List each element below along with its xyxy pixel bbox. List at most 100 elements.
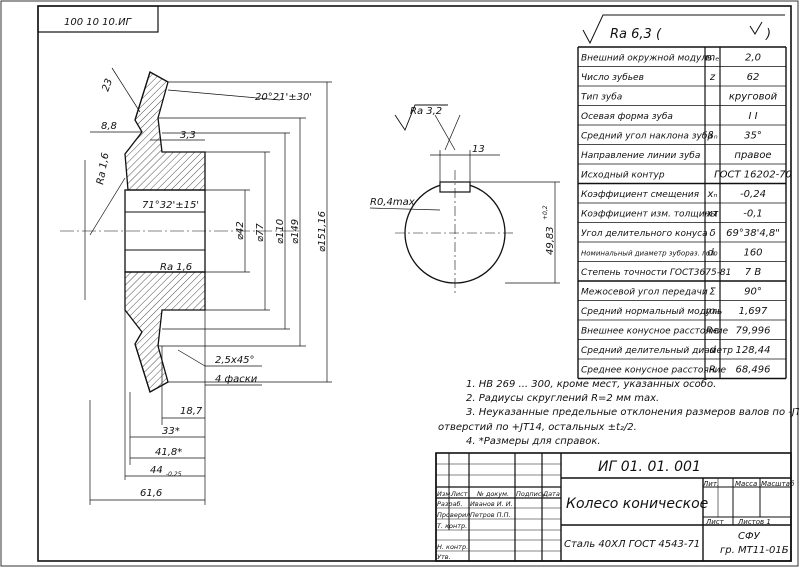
title-material: Сталь 40ХЛ ГОСТ 4543-71 (564, 539, 700, 550)
dim-chamfer: 2,5x45° (215, 355, 255, 366)
param-symbol: xτ (706, 209, 720, 220)
dim-key-width: 13 (472, 144, 485, 155)
technical-notes: 1. НВ 269 ... 300, кроме мест, указанных… (438, 378, 799, 447)
name-razrab: Иванов И. И. (470, 500, 513, 508)
title-block (435, 452, 792, 562)
param-value: 62 (747, 72, 760, 83)
dim-key-radius: R0,4max (370, 197, 415, 208)
roughness-bore: Ra 1,6 (160, 262, 192, 273)
upper-dimensions (84, 67, 281, 300)
hdr-doc: № докум. (476, 490, 509, 498)
param-value: 35° (744, 131, 762, 142)
note-4: 4. *Размеры для справок. (466, 436, 601, 447)
dim-phi110: ⌀110 (275, 219, 286, 244)
param-value: 128,44 (736, 345, 771, 356)
surface-rough-mark (394, 104, 448, 131)
hdr-date: Дата (542, 490, 560, 498)
col-scale: Масштаб (761, 480, 795, 488)
param-name: Коэффициент изм. толщины (581, 210, 718, 220)
role-tkontr: Т. контр. (437, 522, 467, 530)
dim-angle-hub: 71°32'±15' (142, 200, 199, 211)
org-name: СФУ (738, 531, 761, 542)
note-3-cont: отверстий по +JT14, остальных ±t₂/2. (438, 422, 637, 433)
param-value: -0,1 (743, 209, 763, 220)
param-symbol: Re (706, 326, 719, 337)
param-name: Число зубьев (581, 73, 644, 83)
dim-angle-face: 20°21'±30' (255, 92, 312, 103)
param-symbol: d (709, 345, 716, 356)
param-name: Осевая форма зуба (581, 112, 673, 122)
dim-phi77: ⌀77 (255, 223, 266, 242)
param-name: Внешний окружной модуль (581, 54, 712, 64)
param-name: Направление линии зуба (581, 151, 700, 161)
dim-44: 44 (150, 465, 163, 476)
param-value: 68,496 (736, 365, 771, 376)
param-name: Среднее конусное расстояние (581, 366, 726, 376)
title-designation: ИГ 01. 01. 001 (598, 459, 701, 475)
hdr-sign: Подпись (516, 490, 545, 498)
general-roughness: Ra 6,3 ( ) (582, 14, 785, 45)
sheet-label: Лист (705, 518, 725, 526)
general-roughness-text: Ra 6,3 ( (610, 27, 662, 42)
param-name: Коэффициент смещения (581, 190, 700, 200)
param-name: Средний нормальный модуль (581, 307, 722, 317)
sheets-label: Листов 1 (737, 518, 771, 526)
hdr-izm: Изм. (437, 490, 452, 498)
dim-23: 23 (100, 77, 115, 93)
note-3: 3. Неуказанные предельные отклонения раз… (466, 407, 799, 418)
param-value: -0,24 (740, 189, 766, 200)
param-name: Исходный контур (581, 171, 665, 181)
param-name: Внешнее конусное расстояние (581, 327, 729, 337)
param-value: 1,697 (739, 306, 768, 317)
dim-33: 33* (162, 426, 180, 437)
role-razrab: Разраб. (437, 500, 463, 508)
param-symbol: R (709, 365, 716, 376)
general-rough-check (749, 21, 763, 35)
param-value: 69°38'4,8" (726, 228, 780, 239)
doc-code-mirror: 100 10 10.ИГ (64, 17, 133, 28)
param-value: круговой (729, 92, 778, 103)
param-value: 2,0 (745, 53, 761, 64)
param-value: 7 В (745, 267, 762, 278)
param-symbol: z (709, 72, 716, 83)
roughness-side: Ra 1,6 (95, 152, 111, 186)
param-value: 160 (743, 248, 762, 259)
hdr-list: Лист (450, 490, 468, 498)
param-value: 90° (744, 287, 762, 298)
dim-44-tol: -0,25 (166, 471, 182, 478)
drawing-frame (37, 5, 792, 562)
dim-phi149: ⌀149 (290, 219, 301, 244)
param-value: правое (734, 150, 771, 161)
param-name: Угол делительного конуса (581, 229, 708, 239)
tooth-flank-upper (134, 71, 151, 121)
dim-key-depth-tol: +0,2 (542, 205, 549, 220)
dim-41-8: 41,8* (155, 447, 182, 458)
diameter-dimensions (158, 81, 332, 383)
param-symbol: d₀ (707, 248, 717, 259)
role-nkontr: Н. контр. (437, 543, 468, 551)
roughness-surface: Ra 3,2 (410, 106, 442, 117)
param-name: Степень точности ГОСТ3675-81 (581, 268, 731, 278)
param-value: 79,996 (736, 326, 771, 337)
param-value: I I (748, 111, 757, 122)
param-name: Средний угол наклона зуба (581, 132, 713, 142)
param-symbol: mₙ (706, 306, 720, 317)
col-lit: Лит. (702, 480, 719, 488)
dim-3-3: 3,3 (180, 130, 196, 141)
dim-18-7: 18,7 (180, 406, 203, 417)
doc-code-box (37, 5, 159, 33)
dim-8-8: 8,8 (101, 121, 117, 132)
dim-key-depth: 49,83 (545, 226, 556, 255)
role-prover: Проверил (437, 511, 470, 519)
dim-61-6: 61,6 (140, 488, 162, 499)
bore-end-view (369, 104, 560, 295)
length-dimensions (89, 272, 206, 505)
param-symbol: δ (709, 228, 715, 239)
param-name: Средний делительный диаметр (581, 346, 733, 356)
dim-chamfer-count: 4 фаски (215, 374, 258, 385)
name-prover: Петров П.П. (470, 511, 511, 519)
dim-phi42: ⌀42 (235, 221, 246, 240)
